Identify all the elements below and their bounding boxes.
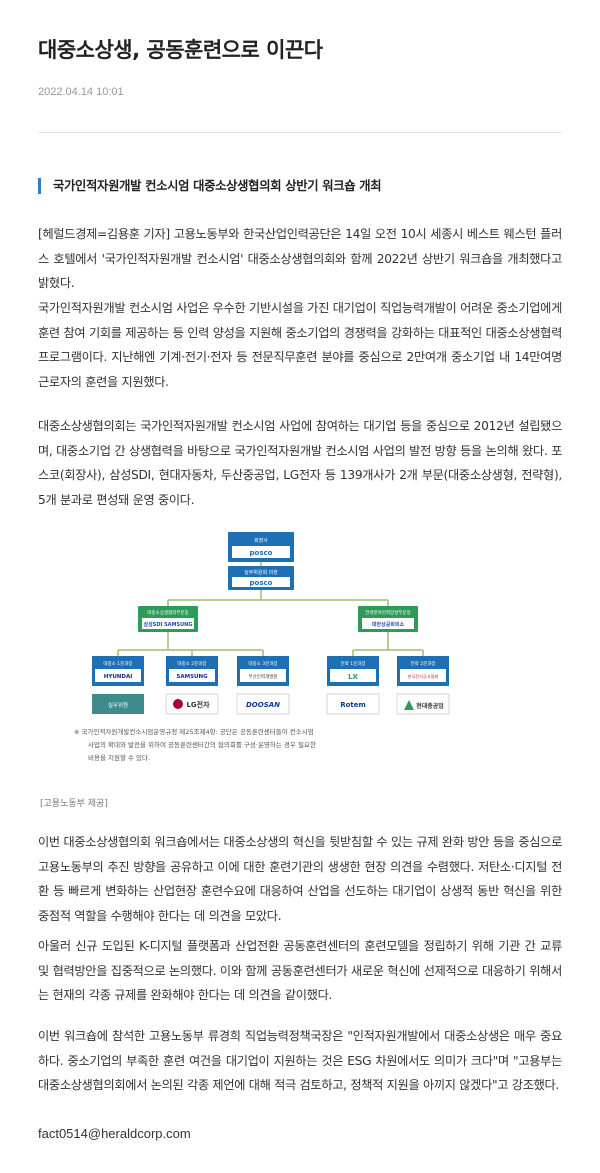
sub-1-label: 대중소 1분과장 <box>103 660 132 667</box>
org-branch-right: 전략분야인력양성부문장 대한상공회의소 <box>358 606 418 632</box>
sub-5-label: 전략 2분과장 <box>411 660 436 667</box>
hyundai-logo: HYUNDAI <box>104 674 133 680</box>
doosan-logo: DOOSAN <box>246 701 280 709</box>
kecfa-logo: 한국전기공사협회 <box>408 673 439 680</box>
member-row-label: 실무위원 <box>108 701 128 709</box>
branch-left-label: 대중소상생협력부문장 <box>147 609 188 616</box>
org-branch-left: 대중소상생협력부문장 삼성SDI SAMSUNG <box>138 606 198 632</box>
article-title: 대중소상생, 공동훈련으로 이끈다 <box>38 38 323 62</box>
org-sub-1: 대중소 1분과장 HYUNDAI <box>92 656 144 686</box>
samsung-logo: SAMSUNG <box>176 674 208 680</box>
paragraph-3: 대중소상생협의회는 국가인적자원개발 컨소시엄 사업에 참여하는 대기업 등을 … <box>38 419 562 507</box>
org-sub-4: 전략 1분과장 LX <box>327 656 379 686</box>
paragraph-6: 이번 워크숍에 참석한 고용노동부 류경희 직업능력정책국장은 "인적자원개발에… <box>38 1029 562 1092</box>
note-line-2: 사업의 확대와 발전을 위하여 공동훈련센터간의 협의회를 구성·운영하는 경우… <box>88 740 316 749</box>
divider <box>38 132 562 133</box>
org-member-row: 실무위원 LG전자 DOOSAN Rotem 현대중공업 <box>92 693 450 715</box>
sub-2-label: 대중소 2분과장 <box>177 660 206 667</box>
paragraph-5: 아울러 신규 도입된 K-디지털 플랫폼과 산업전환 공동훈련센터의 훈련모델을… <box>38 939 562 1002</box>
figure-caption: [고용노동부 제공] <box>40 799 108 809</box>
rotem-logo: Rotem <box>340 701 366 709</box>
article-date: 2022.04.14 10:01 <box>38 86 124 98</box>
posco-logo: posco <box>250 579 273 587</box>
note-line-1: ※ 국가인적자원개발컨소시엄운영규정 제25조제4항: 공단은 공동훈련센터들이… <box>74 727 314 736</box>
paragraph-1: [헤럴드경제=김용훈 기자] 고용노동부와 한국산업인력공단은 14일 오전 1… <box>38 227 562 290</box>
org-second-label: 실무위원회 의장 <box>244 569 278 576</box>
paragraph-4: 이번 대중소상생협의회 워크숍에서는 대중소상생의 혁신을 뒷받침할 수 있는 … <box>38 835 562 923</box>
lg-logo: LG전자 <box>186 700 210 709</box>
posco-logo: posco <box>250 549 273 557</box>
org-top-label: 회장사 <box>254 537 268 544</box>
note-line-3: 비용을 지원할 수 있다. <box>88 753 150 762</box>
org-second-box: 실무위원회 의장 posco <box>228 566 294 590</box>
org-chart-figure: 회장사 posco 실무위원회 의장 posco 대중소상생협력부문장 삼성SD… <box>58 522 478 778</box>
branch-right-label: 전략분야인력양성부문장 <box>365 609 411 616</box>
reporter-email[interactable]: fact0514@heraldcorp.com <box>38 1126 191 1141</box>
sub-4-label: 전략 1분과장 <box>341 660 366 667</box>
hhi-logo: 현대중공업 <box>416 702 444 710</box>
org-chart: 회장사 posco 실무위원회 의장 posco 대중소상생협력부문장 삼성SD… <box>74 532 450 762</box>
org-sub-3: 대중소 3분과장 부산인력개발원 <box>237 656 289 686</box>
org-chart-note: ※ 국가인적자원개발컨소시엄운영규정 제25조제4항: 공단은 공동훈련센터들이… <box>74 727 316 762</box>
org-top-box: 회장사 posco <box>228 532 294 562</box>
busan-logo: 부산인력개발원 <box>249 673 278 680</box>
samsung-sdi-logo: 삼성SDI SAMSUNG <box>144 621 193 628</box>
kcci-logo: 대한상공회의소 <box>372 621 405 628</box>
org-sub-5: 전략 2분과장 한국전기공사협회 <box>397 656 449 686</box>
sub-3-label: 대중소 3분과장 <box>248 660 277 667</box>
org-sub-2: 대중소 2분과장 SAMSUNG <box>166 656 218 686</box>
paragraph-2: 국가인적자원개발 컨소시엄 사업은 우수한 기반시설을 가진 대기업이 직업능력… <box>38 301 562 389</box>
lx-logo: LX <box>348 673 358 681</box>
article-subheading: 국가인적자원개발 컨소시엄 대중소상생협의회 상반기 워크숍 개최 <box>38 178 382 194</box>
